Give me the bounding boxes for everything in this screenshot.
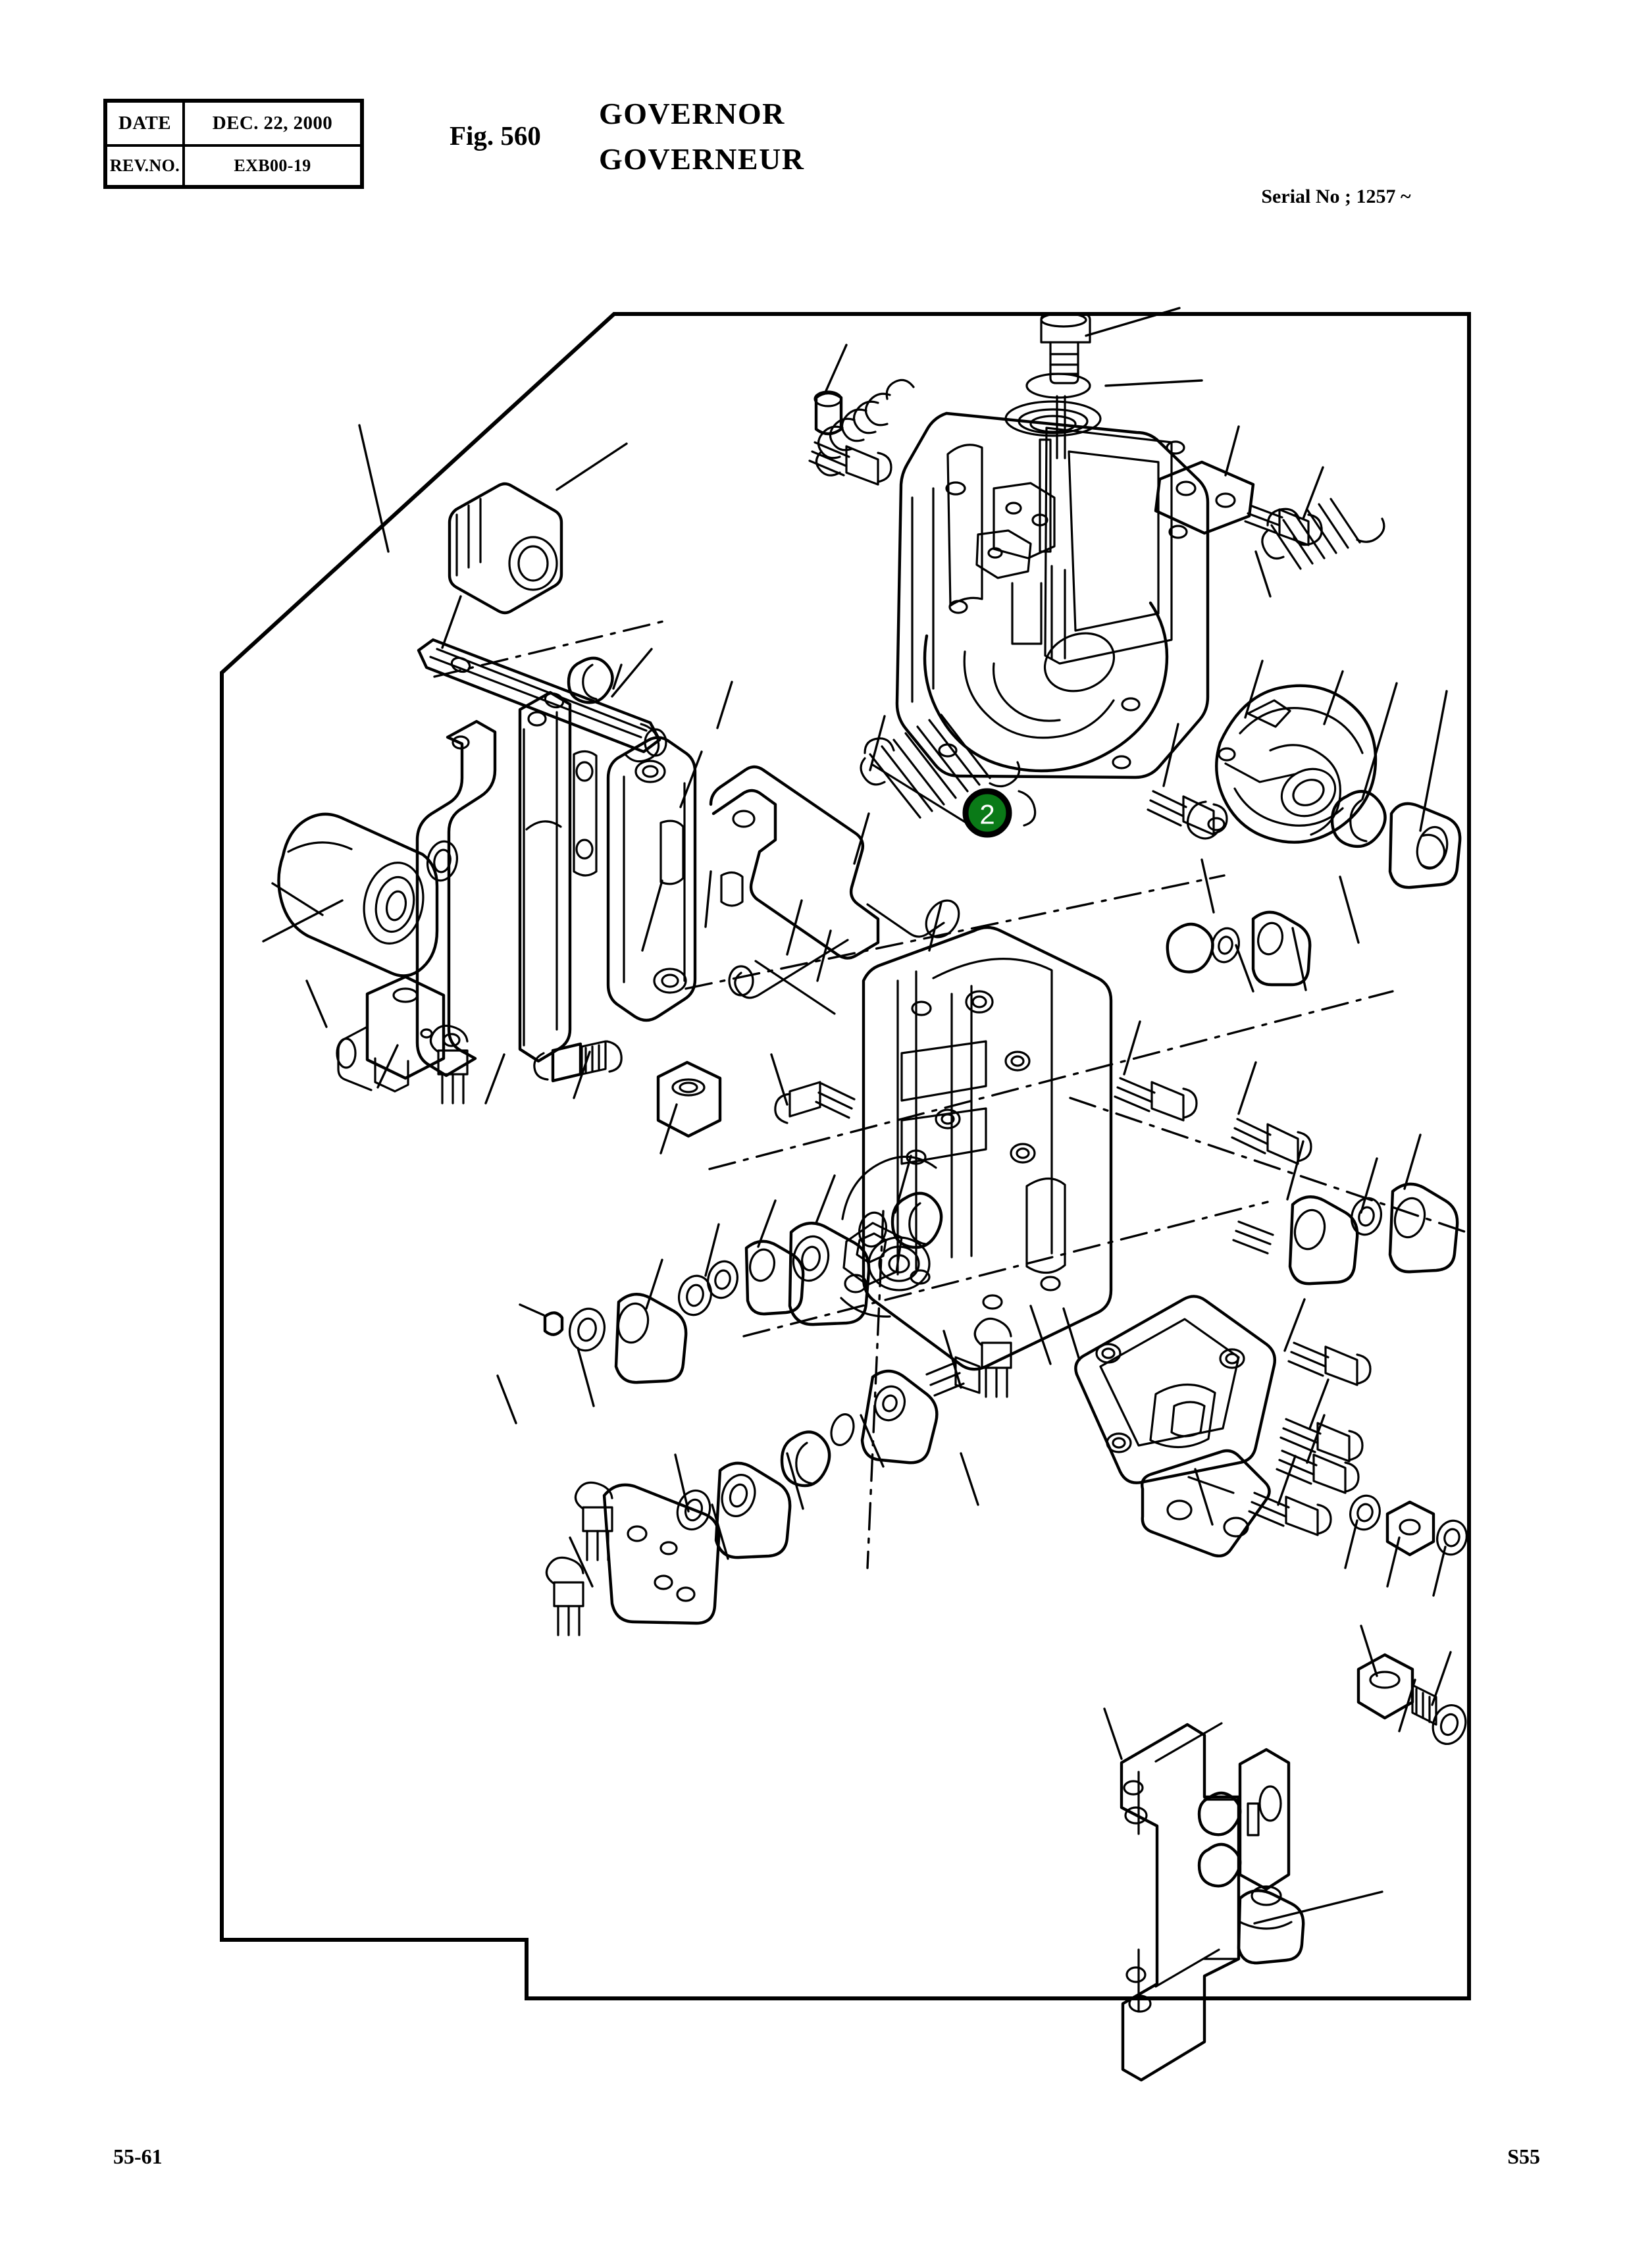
- part-row-washers-lower: [545, 1356, 981, 1636]
- date-value: DEC. 22, 2000: [212, 112, 333, 134]
- rev-no-value: EXB00-19: [185, 143, 360, 186]
- part-bolt-br-2: [1279, 1418, 1364, 1463]
- callout-marker-2[interactable]: 2: [962, 788, 1012, 838]
- part-governor-spring-upper: [815, 378, 915, 477]
- part-bolt-br-3: [1276, 1449, 1360, 1494]
- part-top-bolt: [1040, 312, 1091, 384]
- part-collar-right: [1388, 802, 1462, 889]
- part-top-stem: [1056, 395, 1066, 459]
- part-lever-plate-a: [415, 719, 497, 1078]
- part-washer-stack-right-middle: [1166, 910, 1312, 987]
- part-bracket-lower-right: [1074, 1295, 1276, 1557]
- part-bolt-below-housing-right: [1147, 790, 1228, 836]
- page-title-french: GOVERNEUR: [599, 142, 805, 176]
- part-flyweight-assembly: [1186, 684, 1378, 844]
- part-z-bracket-bottom: [1120, 1722, 1305, 2082]
- part-bolt-br-1: [1287, 1341, 1372, 1386]
- axis-dash-lines: [433, 619, 1468, 1569]
- part-snap-ring-right: [1330, 790, 1387, 848]
- page-title-english: GOVERNOR: [599, 97, 785, 130]
- page-number: 55-61: [113, 2145, 163, 2168]
- part-retaining-clip-left: [567, 656, 614, 704]
- part-lever-plate-b: [518, 690, 572, 1063]
- part-plug-left-middle: [533, 1040, 623, 1083]
- part-bolt-mid-left-1: [774, 1081, 856, 1124]
- part-bolt-lower-left: [429, 1024, 469, 1105]
- part-lever-plate-c: [606, 736, 697, 1022]
- part-small-linkage-between-plates: [573, 750, 598, 877]
- callout-label: 2: [979, 799, 994, 830]
- section-code: S55: [1507, 2145, 1540, 2168]
- part-block-left-lower: [336, 975, 446, 1093]
- part-bolt-mid-right-2: [1114, 1077, 1198, 1122]
- leader-lines: [262, 307, 1452, 1925]
- part-bolt-br-4: [1248, 1492, 1332, 1536]
- part-group-lower-governor-housing: [840, 925, 1113, 1371]
- part-bushing-large-left: [277, 812, 459, 977]
- part-nut-left-middle: [656, 1060, 722, 1138]
- part-sleeve-row-right-middle: [1232, 1182, 1459, 1286]
- part-plate-right-upper: [1154, 460, 1255, 535]
- rev-no-label: REV.NO.: [107, 143, 185, 185]
- part-washer-nut-br: [1349, 1494, 1468, 1557]
- part-bolt-right-upper: [1244, 504, 1323, 546]
- part-bolt-lower-center: [973, 1317, 1012, 1398]
- diagram-frame: [220, 312, 1471, 2000]
- part-bolt-upper-left-of-housing: [808, 441, 892, 486]
- date-label: DATE: [107, 103, 185, 144]
- part-pin-assembly-bottom-right: [1356, 1653, 1467, 1745]
- part-group-upper-governor-housing: [895, 400, 1210, 779]
- part-sleeve-upper-left: [448, 482, 563, 615]
- part-top-washer: [1025, 373, 1091, 399]
- part-bolt-bottom-left-corner: [574, 1481, 613, 1561]
- part-link-bar-top: [417, 638, 667, 763]
- part-pin-left-of-housing: [813, 390, 843, 436]
- revision-table: DATE DEC. 22, 2000 REV.NO. EXB00-19: [103, 99, 364, 189]
- figure-number: Fig. 560: [450, 120, 541, 151]
- serial-number-note: Serial No ; 1257 ~: [1261, 186, 1411, 207]
- part-row-washers-upper: [543, 1191, 943, 1384]
